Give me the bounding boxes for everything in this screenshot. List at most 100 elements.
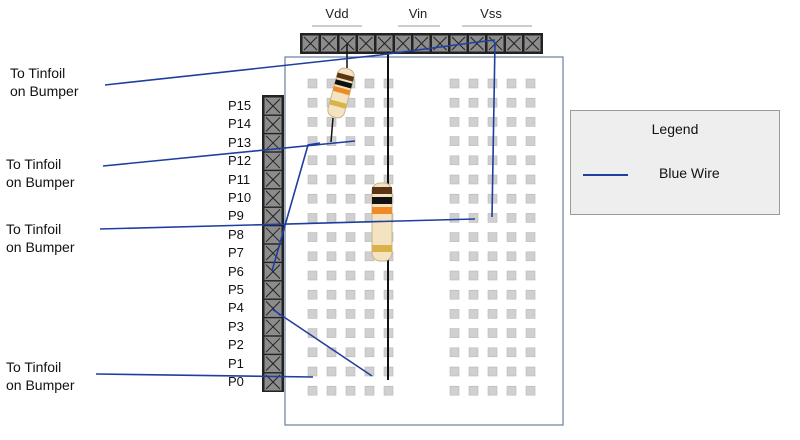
header-pin: [412, 34, 431, 53]
io-pin: [263, 335, 283, 355]
vdd-label: Vdd: [325, 6, 349, 21]
socket: [307, 366, 318, 377]
socket: [449, 174, 460, 185]
annotation-3: To Tinfoil on Bumper: [6, 220, 74, 256]
legend: Legend Blue Wire: [570, 110, 780, 215]
socket: [487, 97, 498, 108]
socket: [449, 347, 460, 358]
socket: [364, 97, 375, 108]
annotation-line2: on Bumper: [6, 239, 75, 255]
socket: [525, 155, 536, 166]
socket: [307, 232, 318, 242]
io-pin: [263, 188, 283, 208]
socket: [326, 155, 337, 166]
header-pin: [394, 34, 412, 53]
pin-label-p11: P11: [228, 171, 251, 187]
socket: [345, 328, 356, 338]
socket: [468, 328, 479, 338]
socket: [345, 213, 356, 223]
socket: [468, 136, 479, 146]
blue-wire: [99, 218, 476, 230]
socket: [468, 289, 479, 300]
socket: [506, 347, 517, 358]
annotation-line2: on Bumper: [6, 377, 75, 393]
socket: [468, 270, 479, 281]
pin-label-p6: P6: [228, 263, 244, 279]
socket: [487, 347, 498, 358]
pin-label-p9: P9: [228, 208, 244, 224]
pin-label-p14: P14: [228, 116, 252, 132]
socket: [364, 270, 375, 281]
annotation-1: To Tinfoil on Bumper: [10, 64, 78, 100]
socket: [525, 309, 536, 319]
io-pin: [263, 317, 283, 337]
socket: [307, 309, 318, 319]
socket: [307, 78, 318, 89]
io-pin: [263, 151, 283, 171]
socket: [449, 385, 460, 396]
socket: [487, 117, 498, 127]
socket: [326, 117, 337, 127]
socket: [525, 174, 536, 185]
socket: [449, 78, 460, 89]
pin-label-p5: P5: [228, 282, 244, 297]
socket: [506, 174, 517, 185]
socket: [449, 328, 460, 338]
socket: [506, 136, 517, 146]
socket: [525, 97, 536, 108]
socket: [506, 78, 517, 89]
socket: [468, 193, 479, 204]
socket: [364, 136, 375, 146]
socket: [506, 309, 517, 319]
header-pin: [431, 34, 449, 53]
socket: [345, 193, 356, 204]
socket: [506, 366, 517, 377]
socket: [326, 328, 337, 338]
socket: [345, 155, 356, 166]
socket: [449, 251, 460, 262]
socket: [449, 117, 460, 127]
vss-label: Vss: [480, 6, 502, 21]
blue-wire: [95, 373, 314, 378]
socket: [364, 155, 375, 166]
socket: [468, 232, 479, 242]
socket: [326, 385, 337, 396]
socket: [468, 155, 479, 166]
blue-wire: [102, 140, 356, 167]
socket: [525, 251, 536, 262]
socket: [345, 309, 356, 319]
socket: [487, 289, 498, 300]
socket: [525, 232, 536, 242]
black-wire: [330, 117, 334, 143]
io-pin: [263, 133, 283, 153]
socket: [449, 97, 460, 108]
io-pin: [263, 225, 283, 245]
socket: [345, 347, 356, 358]
pin-label-p15: P15: [228, 98, 252, 113]
socket: [307, 385, 318, 396]
socket: [487, 309, 498, 319]
io-pin: [263, 206, 283, 226]
socket: [525, 328, 536, 338]
socket: [364, 289, 375, 300]
socket: [468, 213, 479, 223]
socket: [307, 97, 318, 108]
socket: [307, 270, 318, 281]
legend-title: Legend: [651, 121, 699, 137]
socket: [525, 385, 536, 396]
socket: [364, 174, 375, 185]
annotation-4: To Tinfoil on Bumper: [6, 358, 74, 394]
pin-label-p4: P4: [228, 300, 244, 316]
pin-label-p0: P0: [228, 374, 244, 389]
header-pin: [375, 34, 394, 53]
io-pin: [263, 243, 283, 263]
socket: [468, 117, 479, 127]
socket: [307, 347, 318, 358]
socket: [487, 251, 498, 262]
socket: [525, 213, 536, 223]
socket: [345, 385, 356, 396]
socket: [506, 385, 517, 396]
socket: [449, 366, 460, 377]
socket: [525, 347, 536, 358]
socket: [468, 347, 479, 358]
